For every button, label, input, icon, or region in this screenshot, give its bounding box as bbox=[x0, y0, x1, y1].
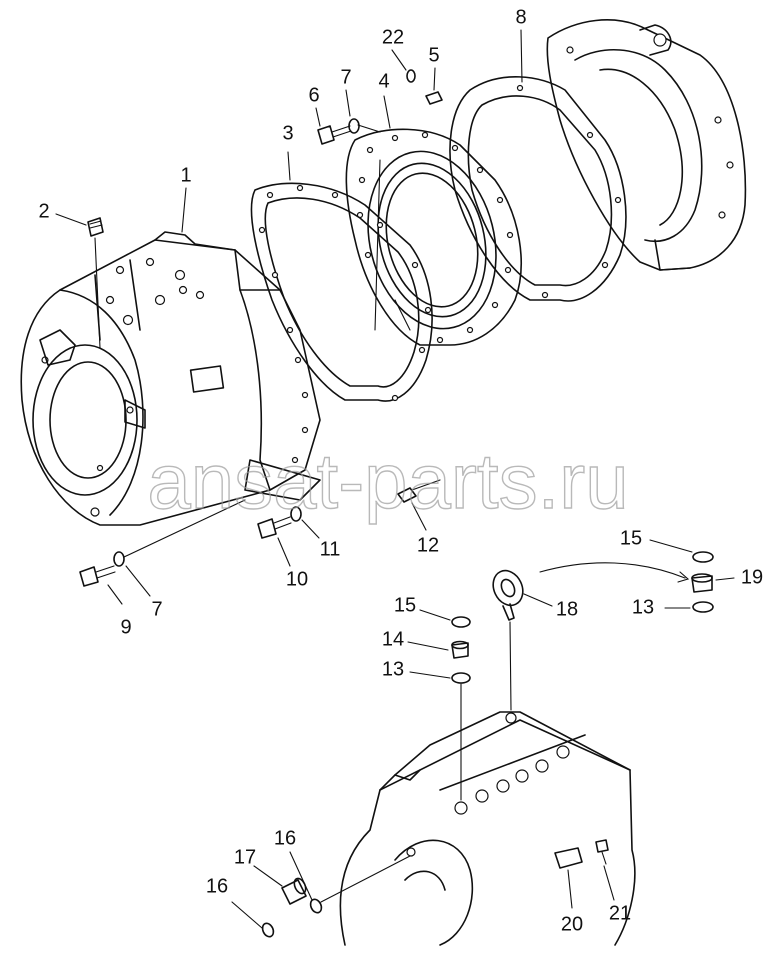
part-2-plug bbox=[87, 217, 104, 349]
part-7-washer-lower bbox=[113, 499, 246, 567]
part-5-dowel bbox=[425, 91, 443, 105]
part-13-oring-right bbox=[692, 601, 714, 613]
callout-6: 6 bbox=[308, 84, 319, 106]
part-1-transmission-case bbox=[20, 231, 321, 526]
callout-5: 5 bbox=[428, 44, 439, 66]
part-15-oring-right bbox=[692, 551, 714, 563]
callout-8: 8 bbox=[515, 6, 526, 28]
callout-18: 18 bbox=[556, 598, 578, 620]
callout-13-left: 13 bbox=[382, 658, 404, 680]
part-8-gasket bbox=[449, 76, 627, 302]
callout-9: 9 bbox=[120, 616, 131, 638]
callout-3: 3 bbox=[282, 122, 293, 144]
callout-21: 21 bbox=[609, 902, 631, 924]
part-6-bolt bbox=[317, 125, 352, 145]
part-11-washer bbox=[290, 506, 302, 522]
callout-19: 19 bbox=[741, 566, 763, 588]
callout-14: 14 bbox=[382, 628, 404, 650]
callout-16-right: 16 bbox=[274, 827, 296, 849]
callout-16-left: 16 bbox=[206, 875, 228, 897]
part-7-washer-upper bbox=[348, 118, 360, 134]
callout-7-lower: 7 bbox=[151, 598, 162, 620]
part-22-pin bbox=[406, 69, 416, 83]
watermark: ansat-parts.ru bbox=[147, 437, 628, 525]
part-16-oring-left bbox=[261, 922, 275, 938]
part-14-plug bbox=[451, 640, 469, 659]
part-8-rear-housing bbox=[546, 19, 747, 271]
callout-15-right: 15 bbox=[620, 527, 642, 549]
callout-11: 11 bbox=[320, 538, 341, 560]
callout-1: 1 bbox=[180, 164, 191, 186]
part-19-plug bbox=[691, 573, 713, 593]
part-17-sleeve bbox=[281, 877, 307, 905]
callout-15-left: 15 bbox=[394, 594, 416, 616]
part-16-oring-right bbox=[309, 855, 411, 914]
part-12-dowel bbox=[397, 479, 441, 503]
part-3-gasket bbox=[250, 182, 433, 402]
callout-22: 22 bbox=[382, 26, 404, 48]
callout-2: 2 bbox=[38, 200, 49, 222]
lower-housing bbox=[339, 711, 636, 946]
part-18-eyebolt bbox=[492, 562, 690, 711]
part-4-adapter-plate bbox=[345, 128, 522, 346]
callout-13-right: 13 bbox=[632, 596, 654, 618]
part-10-bolt bbox=[257, 516, 292, 539]
part-15-oring-left bbox=[451, 616, 471, 628]
leader-lines bbox=[55, 29, 735, 929]
callout-labels: 1 2 3 4 5 6 7 7 8 9 10 11 12 13 13 14 15… bbox=[38, 6, 763, 935]
callout-4: 4 bbox=[378, 70, 389, 92]
callout-7-upper: 7 bbox=[340, 66, 351, 88]
callout-20: 20 bbox=[561, 913, 583, 935]
callout-12: 12 bbox=[417, 534, 439, 556]
part-9-bolt bbox=[79, 565, 116, 587]
callout-17: 17 bbox=[234, 846, 256, 868]
callout-10: 10 bbox=[286, 568, 308, 590]
part-13-oring-left bbox=[451, 672, 471, 801]
